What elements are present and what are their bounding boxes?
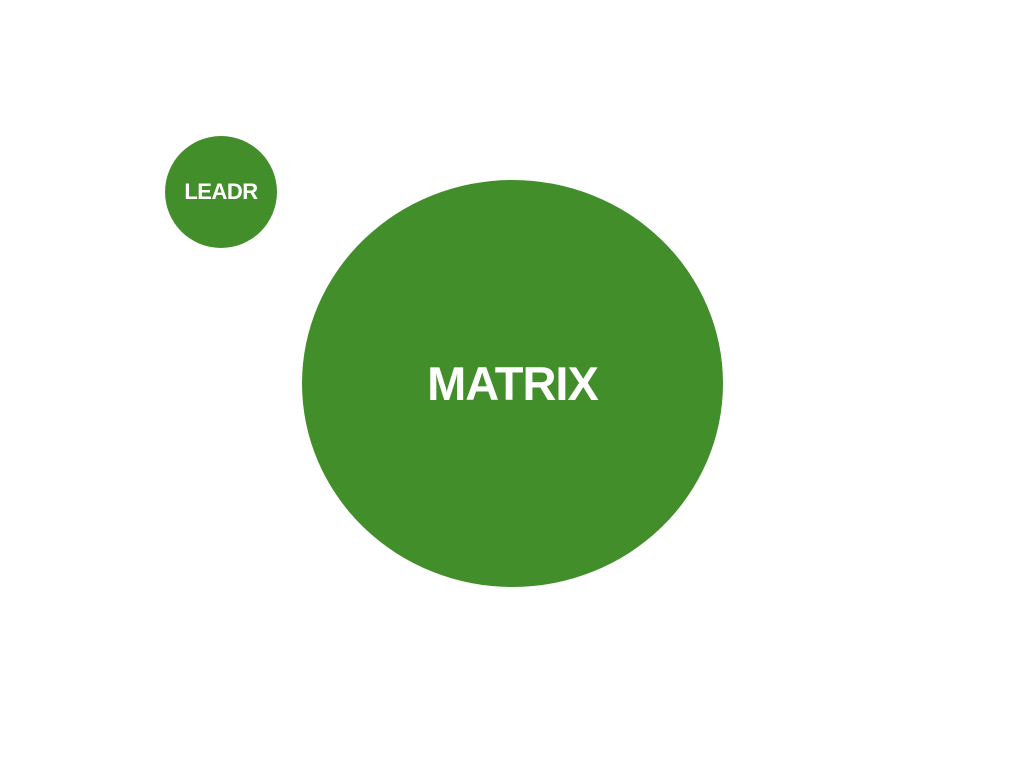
leadr-circle-node: LEADR <box>165 136 277 248</box>
leadr-label: LEADR <box>184 179 258 204</box>
matrix-label: MATRIX <box>427 357 599 410</box>
matrix-circle-node: MATRIX <box>302 180 723 587</box>
